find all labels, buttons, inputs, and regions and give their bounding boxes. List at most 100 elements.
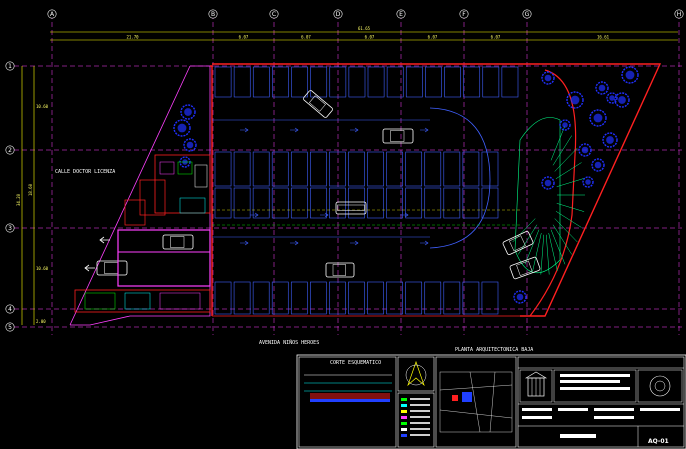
stair-step [556, 178, 585, 187]
stair-step [524, 229, 540, 265]
parking-stall [443, 281, 461, 315]
car-body [162, 234, 194, 250]
parking-stall [348, 281, 365, 315]
parking-stall [405, 151, 423, 187]
tree-icon [544, 74, 552, 82]
grid-row-label: 5 [8, 324, 12, 331]
stair-step [552, 135, 572, 166]
parking-stall [233, 151, 251, 187]
tree-icon [591, 158, 605, 172]
parking-stall [329, 187, 346, 219]
tree-icon [609, 95, 615, 101]
parking-stall [252, 66, 270, 98]
parking-stall [214, 187, 232, 219]
landscape-trees [173, 66, 639, 304]
tree-icon [513, 290, 527, 304]
street-label-left: CALLE DOCTOR LICENZA [55, 169, 115, 175]
car-roof [516, 260, 533, 276]
left-segment-2: 10.60 [36, 266, 49, 271]
street-label-bottom: AVENIDA NIÑOS HEROES [259, 339, 319, 346]
parking-stall [463, 66, 481, 98]
office-block [74, 154, 211, 313]
parking-stall [329, 66, 347, 98]
tree-icon [621, 66, 639, 84]
building-outline [69, 63, 662, 326]
car-body [303, 90, 333, 118]
parking-stall [291, 66, 308, 98]
parking-stall [252, 187, 270, 219]
car-roof [337, 204, 365, 211]
parking-stall [290, 187, 308, 219]
tree-icon [618, 96, 626, 104]
parking-stall [482, 66, 500, 98]
parking-stall [405, 281, 423, 315]
direction-arrow [320, 212, 329, 218]
tree-icon [541, 176, 555, 190]
parking-stall [425, 66, 442, 98]
legend-text [410, 410, 430, 412]
grid-column-label: D [336, 11, 341, 18]
grid-bubble-column [333, 9, 343, 19]
grid-bubble-row [5, 304, 15, 314]
car-roof [309, 95, 326, 112]
grid-row-label: 2 [8, 147, 12, 154]
parking-stall [424, 151, 442, 187]
grid-column-label: B [211, 11, 215, 18]
structural-grid [14, 14, 682, 335]
legend-swatch [401, 398, 407, 401]
parking-stall [329, 281, 346, 315]
tree-icon [177, 123, 187, 133]
stair-step [555, 162, 582, 179]
tree-icon [544, 179, 552, 187]
direction-arrow [350, 240, 359, 246]
legend-swatch [401, 434, 407, 437]
stair-step [556, 203, 585, 212]
parking-stall [462, 151, 480, 187]
left-total-dimension: 34.20 [16, 193, 21, 206]
parking-stall [481, 281, 499, 315]
car-roof [508, 235, 526, 252]
tree-icon [566, 91, 584, 109]
title-block: CORTE ESQUEMATICO [296, 354, 686, 449]
direction-arrow [420, 240, 429, 246]
grid-row-label: 1 [8, 63, 12, 70]
parking-stall [462, 281, 480, 315]
grid-column-label: H [677, 11, 682, 18]
grid-column-label: E [399, 11, 403, 18]
info-panel [517, 356, 685, 448]
parking-stall [443, 187, 461, 219]
legend-swatch [401, 416, 407, 419]
grid-column-label: G [525, 11, 530, 18]
north-arrow-icon [405, 360, 427, 387]
car-icon [509, 256, 541, 280]
car-icon [162, 234, 194, 250]
stair-step [550, 229, 566, 265]
tree-icon [180, 104, 196, 120]
tree-icon [585, 179, 591, 185]
tree-icon [516, 293, 524, 301]
parking-stall [424, 281, 442, 315]
tree-icon [173, 119, 191, 137]
tree-icon [581, 146, 589, 154]
stair-step [532, 232, 542, 272]
grid-bubble-column [459, 9, 469, 19]
tree-icon [559, 119, 571, 131]
parking-stall [310, 187, 327, 219]
parking-stall [367, 187, 384, 219]
parking-stall [329, 151, 346, 187]
tree-icon [562, 122, 568, 128]
legend-text [410, 398, 430, 400]
grid-bubble-row [5, 61, 15, 71]
parking-stall [386, 151, 403, 187]
tree-icon [598, 84, 606, 92]
parking-stall [386, 66, 404, 98]
parking-stall [310, 151, 327, 187]
seal-icon [649, 375, 671, 397]
parking-stall [214, 66, 232, 98]
legend-swatch [401, 422, 407, 425]
legend-text [410, 422, 430, 424]
car-icon [382, 128, 414, 144]
direction-arrow [420, 127, 429, 133]
